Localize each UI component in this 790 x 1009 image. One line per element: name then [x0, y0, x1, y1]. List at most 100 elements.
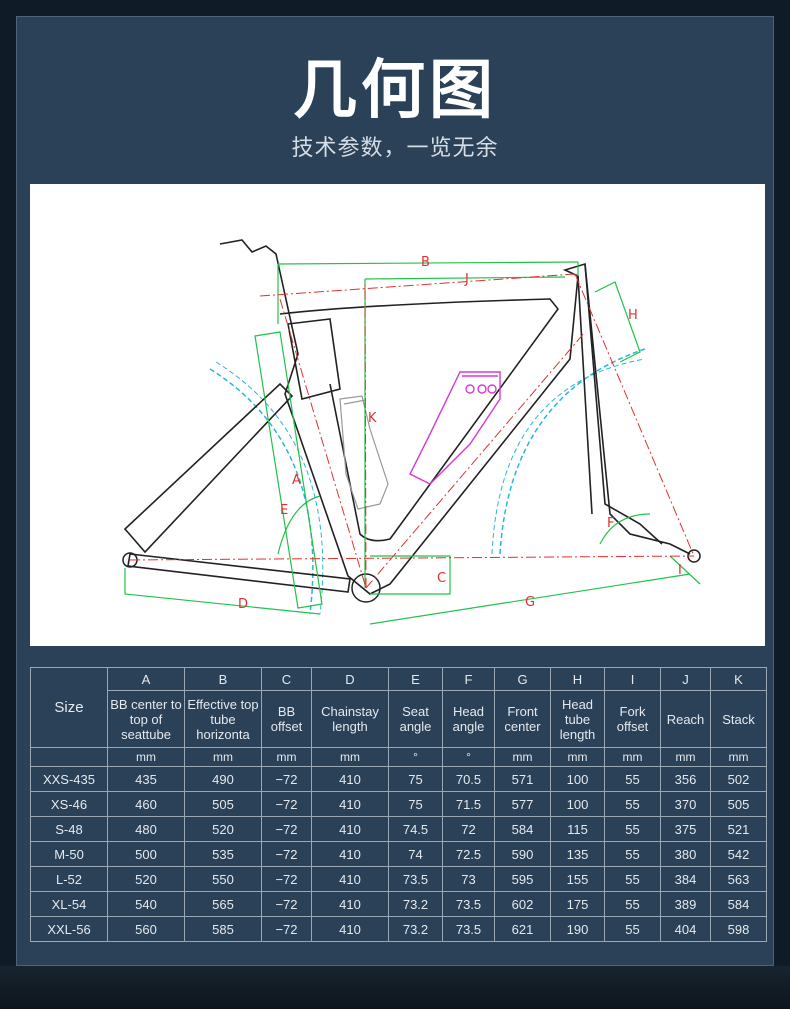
- value-cell: 55: [604, 766, 661, 792]
- size-cell: M-50: [30, 841, 108, 867]
- page-title: 几何图: [293, 54, 497, 128]
- value-cell: 73.5: [442, 916, 495, 942]
- value-cell: 75: [388, 791, 443, 817]
- value-cell: 404: [660, 916, 711, 942]
- value-cell: 535: [184, 841, 262, 867]
- col-letter: D: [311, 667, 389, 691]
- frame-drawing: B J H K A E C D G F I: [122, 239, 701, 625]
- col-name: Stack: [710, 690, 767, 748]
- col-letter: J: [660, 667, 711, 691]
- col-unit: °: [388, 747, 443, 767]
- value-cell: 602: [494, 891, 551, 917]
- value-cell: −72: [261, 891, 312, 917]
- value-cell: 584: [494, 816, 551, 842]
- value-cell: 520: [184, 816, 262, 842]
- value-cell: 410: [311, 816, 389, 842]
- size-cell: XL-54: [30, 891, 108, 917]
- value-cell: 410: [311, 866, 389, 892]
- col-unit: mm: [494, 747, 551, 767]
- value-cell: 73.2: [388, 891, 443, 917]
- col-name: Head tube length: [550, 690, 605, 748]
- value-cell: −72: [261, 841, 312, 867]
- value-cell: 55: [604, 791, 661, 817]
- bottle-grey: [339, 395, 389, 510]
- col-name: Front center: [494, 690, 551, 748]
- geometry-diagram: B J H K A E C D G F I: [30, 184, 765, 646]
- col-letter: C: [261, 667, 312, 691]
- value-cell: 435: [107, 766, 185, 792]
- frame-outline: [123, 239, 691, 595]
- value-cell: 571: [494, 766, 551, 792]
- dim-label-h: H: [628, 308, 638, 323]
- value-cell: 190: [550, 916, 605, 942]
- table-name-row: BB center to top of seattube Effective t…: [31, 690, 767, 748]
- value-cell: −72: [261, 766, 312, 792]
- value-cell: −72: [261, 866, 312, 892]
- col-unit: °: [442, 747, 495, 767]
- value-cell: 460: [107, 791, 185, 817]
- dim-label-j: J: [464, 272, 469, 287]
- col-name: BB center to top of seattube: [107, 690, 185, 748]
- value-cell: 72: [442, 816, 495, 842]
- col-unit: mm: [311, 747, 389, 767]
- rear-wheel-arc-inner: [215, 361, 324, 615]
- value-cell: 595: [494, 866, 551, 892]
- value-cell: 505: [710, 791, 767, 817]
- col-letter: K: [710, 667, 767, 691]
- table-letter-row: Size A B C D E F G H I J K: [30, 667, 767, 748]
- value-cell: 577: [494, 791, 551, 817]
- col-name: BB offset: [261, 690, 312, 748]
- size-cell: L-52: [30, 866, 108, 892]
- value-cell: 502: [710, 766, 767, 792]
- value-cell: −72: [261, 816, 312, 842]
- value-cell: 356: [660, 766, 711, 792]
- size-cell: XXS-435: [30, 766, 108, 792]
- value-cell: 71.5: [442, 791, 495, 817]
- value-cell: 563: [710, 866, 767, 892]
- page-subtitle: 技术参数，一览无余: [291, 136, 499, 161]
- size-cell: XXL-56: [30, 916, 108, 942]
- dim-label-f: F: [607, 516, 614, 531]
- dim-label-i: I: [678, 563, 682, 578]
- value-cell: 375: [660, 816, 711, 842]
- value-cell: 490: [184, 766, 262, 792]
- value-cell: 542: [710, 841, 767, 867]
- col-name: Reach: [660, 690, 711, 748]
- col-letter: F: [442, 667, 495, 691]
- rear-wheel-arc: [209, 368, 314, 615]
- col-name: Head angle: [442, 690, 495, 748]
- col-unit: mm: [261, 747, 312, 767]
- col-unit: mm: [184, 747, 262, 767]
- col-letter: I: [604, 667, 661, 691]
- bottom-band: [0, 966, 790, 1009]
- page-panel: 几何图 技术参数，一览无余: [16, 16, 774, 966]
- value-cell: 135: [550, 841, 605, 867]
- col-name: Effective top tube horizonta: [184, 690, 262, 748]
- value-cell: 560: [107, 916, 185, 942]
- value-cell: 370: [660, 791, 711, 817]
- col-letter: B: [184, 667, 262, 691]
- value-cell: 73.5: [442, 891, 495, 917]
- col-name: Chainstay length: [311, 690, 389, 748]
- col-name: Fork offset: [604, 690, 661, 748]
- col-unit: mm: [550, 747, 605, 767]
- value-cell: 584: [710, 891, 767, 917]
- dim-label-c: C: [437, 571, 446, 586]
- value-cell: 74.5: [388, 816, 443, 842]
- dim-label-a: A: [292, 473, 301, 488]
- unit-spacer: [30, 747, 108, 767]
- value-cell: 73.5: [388, 866, 443, 892]
- value-cell: 410: [311, 841, 389, 867]
- value-cell: 73.2: [388, 916, 443, 942]
- col-unit: mm: [107, 747, 185, 767]
- geometry-table: Size A B C D E F G H I J K BB center to …: [30, 667, 767, 942]
- col-letter: E: [388, 667, 443, 691]
- value-cell: 100: [550, 766, 605, 792]
- front-wheel-arc: [499, 348, 646, 555]
- value-cell: 565: [184, 891, 262, 917]
- red-centerlines: [129, 273, 695, 589]
